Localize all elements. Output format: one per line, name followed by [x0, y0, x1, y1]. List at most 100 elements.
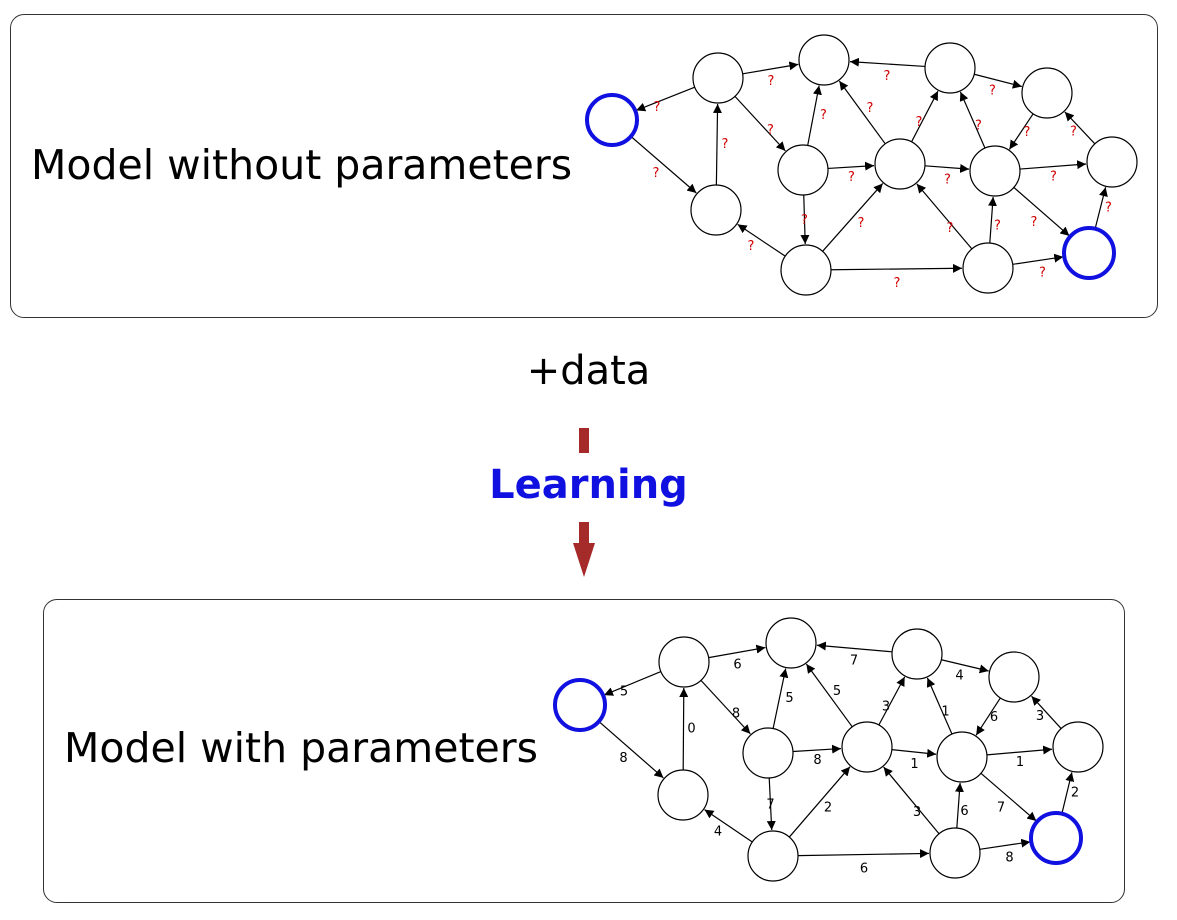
top-edge-label: ?: [944, 173, 951, 188]
bottom-edge-label: 8: [813, 753, 821, 768]
top-node: [1086, 136, 1138, 188]
down-arrow-icon: [573, 543, 595, 577]
bottom-edge-label: 8: [732, 707, 740, 722]
top-edge-F-C: [838, 80, 886, 145]
top-edge-label: ?: [1031, 215, 1038, 230]
top-edge-label: ?: [916, 115, 923, 130]
bottom-edge-label: 1: [1016, 755, 1024, 770]
top-edge-I-G: [959, 91, 986, 149]
top-edge-G-C: [849, 57, 926, 68]
bottom-node: [765, 617, 817, 669]
top-node: [962, 242, 1014, 294]
top-node: [1021, 67, 1073, 119]
bottom-edge-label: 3: [882, 700, 890, 715]
bottom-edge-label: 6: [990, 710, 998, 725]
bottom-panel-label: Model with parameters: [64, 724, 538, 772]
bottom-highlighted-node: [1029, 811, 1083, 865]
bottom-node: [742, 727, 794, 779]
top-edge-label: ?: [1039, 266, 1046, 281]
top-edge-label: ?: [1070, 125, 1077, 140]
top-edge-L-F: [916, 183, 973, 250]
bottom-edge-label: 1: [941, 705, 949, 720]
bottom-edge-F-I: [891, 748, 937, 758]
top-edge-A-D: [630, 135, 697, 194]
top-edge-label: ?: [768, 74, 775, 89]
top-highlighted-node: [585, 93, 639, 147]
top-edge-label: ?: [867, 101, 874, 116]
learning-label: Learning: [489, 462, 688, 508]
top-edge-K-D: [737, 223, 786, 257]
top-edge-G-H: [974, 73, 1022, 89]
bottom-edge-K-L: [797, 849, 930, 859]
top-node: [777, 144, 829, 196]
bottom-edge-label: 8: [1005, 851, 1013, 866]
top-edge-label: ?: [1050, 170, 1057, 185]
bottom-edge-D-B: [679, 687, 689, 771]
top-edge-label: ?: [722, 137, 729, 152]
top-edge-label: ?: [994, 219, 1001, 234]
top-edge-L-M: [1012, 253, 1064, 265]
top-highlighted-node: [1062, 226, 1116, 280]
top-edge-label: ?: [1024, 125, 1031, 140]
top-edge-label: ?: [654, 100, 661, 115]
bottom-edge-M-J: [1061, 772, 1075, 814]
bottom-edge-label: 3: [1036, 709, 1044, 724]
top-node: [874, 138, 926, 190]
top-edge-F-I: [924, 163, 970, 173]
bottom-edge-I-G: [926, 677, 953, 735]
bottom-edge-E-C: [772, 668, 789, 729]
top-edge-M-J: [1094, 187, 1108, 229]
bottom-edge-L-F: [883, 766, 940, 835]
bottom-edge-E-F: [792, 744, 842, 754]
top-node: [692, 52, 744, 104]
bottom-edge-label: 2: [824, 801, 832, 816]
bottom-edge-J-H: [1031, 695, 1062, 729]
top-edge-L-I: [987, 196, 997, 244]
bottom-edge-I-M: [980, 772, 1037, 822]
bottom-edge-label: 6: [733, 658, 741, 673]
bottom-edge-E-K: [766, 777, 776, 831]
bottom-edge-K-D: [704, 809, 753, 843]
top-edge-E-K: [800, 194, 810, 245]
top-edge-B-E: [734, 95, 786, 152]
top-node: [690, 184, 742, 236]
bottom-edge-label: 5: [620, 685, 628, 700]
top-node: [969, 145, 1021, 197]
top-edge-B-A: [635, 86, 695, 112]
top-edge-label: ?: [1105, 201, 1112, 216]
bottom-edge-label: 0: [687, 722, 695, 737]
bottom-edge-label: 6: [860, 862, 868, 877]
top-node: [798, 34, 850, 86]
bottom-edge-label: 8: [619, 751, 627, 766]
bottom-node: [1052, 721, 1104, 773]
top-edge-label: ?: [748, 239, 755, 254]
arrow-stem-top: [579, 428, 589, 453]
top-edge-E-F: [827, 161, 875, 171]
bottom-node: [988, 651, 1040, 703]
bottom-edge-label: 2: [1071, 786, 1079, 801]
bottom-edge-label: 4: [955, 669, 963, 684]
bottom-edge-B-C: [708, 644, 766, 659]
top-edge-D-B: [712, 103, 722, 186]
bottom-node: [747, 830, 799, 882]
top-edge-label: ?: [975, 119, 982, 134]
bottom-edge-B-E: [700, 679, 751, 735]
bottom-edge-label: 7: [997, 801, 1005, 816]
bottom-edge-G-C: [816, 641, 893, 653]
bottom-edge-A-D: [598, 720, 664, 779]
bottom-edge-label: 7: [766, 798, 774, 813]
top-edge-label: ?: [989, 84, 996, 99]
bottom-edge-label: 7: [850, 654, 858, 669]
top-edge-label: ?: [801, 213, 808, 228]
bottom-edge-L-I: [954, 782, 964, 829]
bottom-edge-label: 3: [913, 805, 921, 820]
top-edge-label: ?: [894, 276, 901, 291]
bottom-highlighted-node: [553, 678, 607, 732]
top-edge-K-F: [822, 183, 884, 252]
bottom-edge-label: 6: [960, 804, 968, 819]
top-edge-label: ?: [858, 216, 865, 231]
bottom-node: [841, 721, 893, 773]
arrow-stem-bottom: [579, 522, 589, 545]
top-edge-F-G: [911, 90, 939, 143]
